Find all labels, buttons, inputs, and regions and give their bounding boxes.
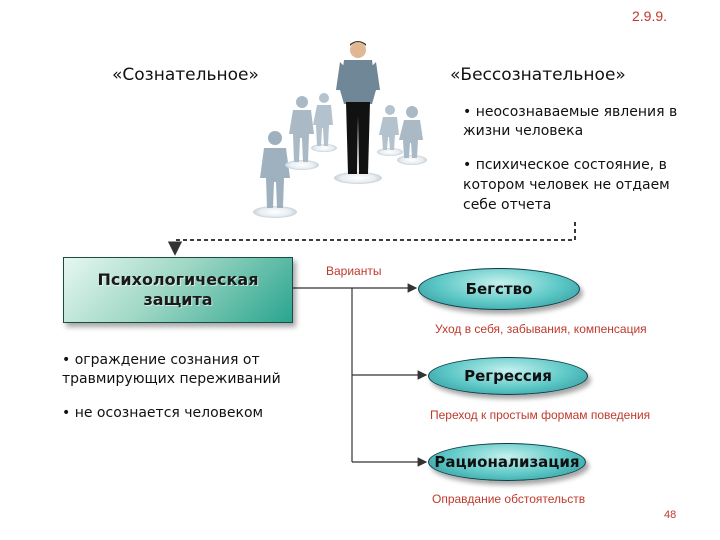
unconscious-heading: «Бессознательное»	[450, 65, 626, 85]
businessman-figure-icon	[334, 41, 382, 184]
unconscious-bullet-2-cont2: себе отчета	[463, 197, 552, 213]
page-number: 48	[664, 509, 677, 521]
variant-regression-label: Регрессия	[464, 367, 552, 385]
defense-title-line1: Психологическая	[97, 270, 259, 289]
defense-bullet-1: • ограждение сознания от	[62, 352, 260, 368]
dashed-connector	[167, 222, 576, 256]
conscious-heading: «Сознательное»	[112, 65, 259, 85]
unconscious-bullet-2: • психическое состояние, в	[463, 157, 667, 173]
silhouette-figure-icon	[285, 96, 319, 170]
unconscious-bullet-2-cont: котором человек не отдаем	[463, 177, 670, 193]
variant-flight-ellipse: Бегство	[418, 268, 580, 310]
defense-bullet-2: • не осознается человеком	[62, 405, 264, 421]
unconscious-bullet-1-cont: жизни человека	[463, 123, 584, 139]
people-illustration	[253, 41, 427, 218]
defense-bullet-1-cont: травмирующих переживаний	[62, 371, 281, 387]
silhouette-figure-icon	[253, 131, 297, 218]
silhouette-figure-icon	[377, 105, 403, 156]
variant-rationalization-label: Рационализация	[434, 453, 580, 471]
variant-rationalization-description: Оправдание обстоятельств	[432, 492, 586, 506]
variant-flight-label: Бегство	[465, 280, 533, 298]
slide-number: 2.9.9.	[632, 8, 668, 24]
variant-rationalization-ellipse: Рационализация	[428, 443, 586, 481]
variant-flight-description: Уход в себя, забывания, компенсация	[435, 322, 647, 336]
variant-regression-ellipse: Регрессия	[428, 357, 588, 395]
variant-regression-description: Переход к простым формам поведения	[430, 408, 651, 422]
variants-label: Варианты	[326, 264, 382, 278]
silhouette-figure-icon	[311, 93, 337, 152]
defense-title-line2: защита	[143, 290, 213, 309]
silhouette-figure-icon	[397, 106, 427, 165]
unconscious-bullet-1: • неосознаваемые явления в	[463, 104, 678, 120]
